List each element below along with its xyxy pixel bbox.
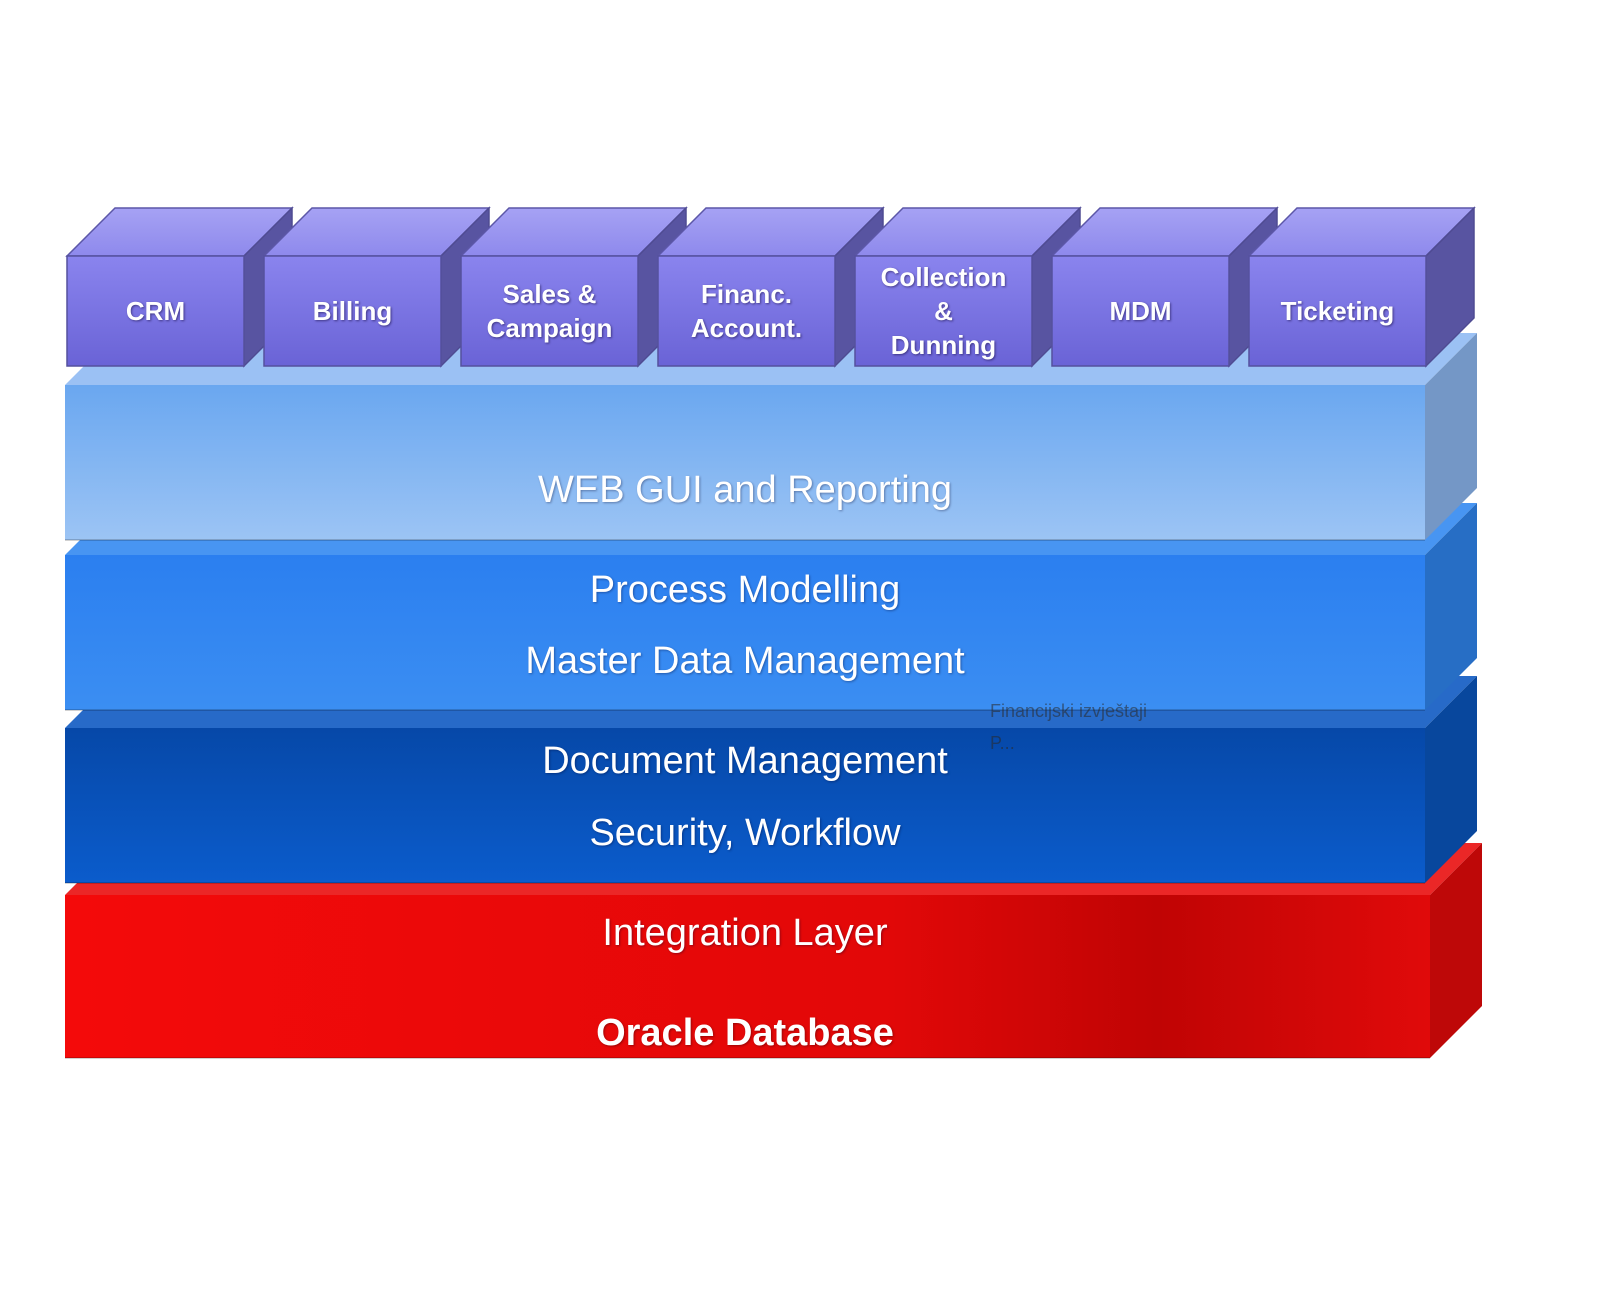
master-data-layer-side-face — [1425, 503, 1477, 710]
module-cube-7 — [1247, 206, 1476, 368]
module-front-face — [657, 255, 836, 367]
module-front-face — [1248, 255, 1427, 367]
security-layer — [65, 676, 1477, 884]
module-front-face — [854, 255, 1033, 367]
oracle-database-layer-front-face — [65, 895, 1430, 1058]
module-front-face — [1051, 255, 1230, 367]
module-cube-1 — [65, 206, 294, 368]
module-cube-6 — [1050, 206, 1279, 368]
module-cube-3 — [459, 206, 688, 368]
module-front-face — [66, 255, 245, 367]
module-cube-5 — [853, 206, 1082, 368]
module-cube-2 — [262, 206, 491, 368]
module-front-face — [460, 255, 639, 367]
web-gui-layer-side-face — [1425, 333, 1477, 540]
module-cube-4 — [656, 206, 885, 368]
security-layer-side-face — [1425, 676, 1477, 883]
module-front-face — [263, 255, 442, 367]
security-layer-front-face — [65, 728, 1425, 883]
master-data-layer-front-face — [65, 555, 1425, 710]
oracle-database-layer-side-face — [1430, 843, 1482, 1058]
web-gui-layer-front-face — [65, 385, 1425, 540]
